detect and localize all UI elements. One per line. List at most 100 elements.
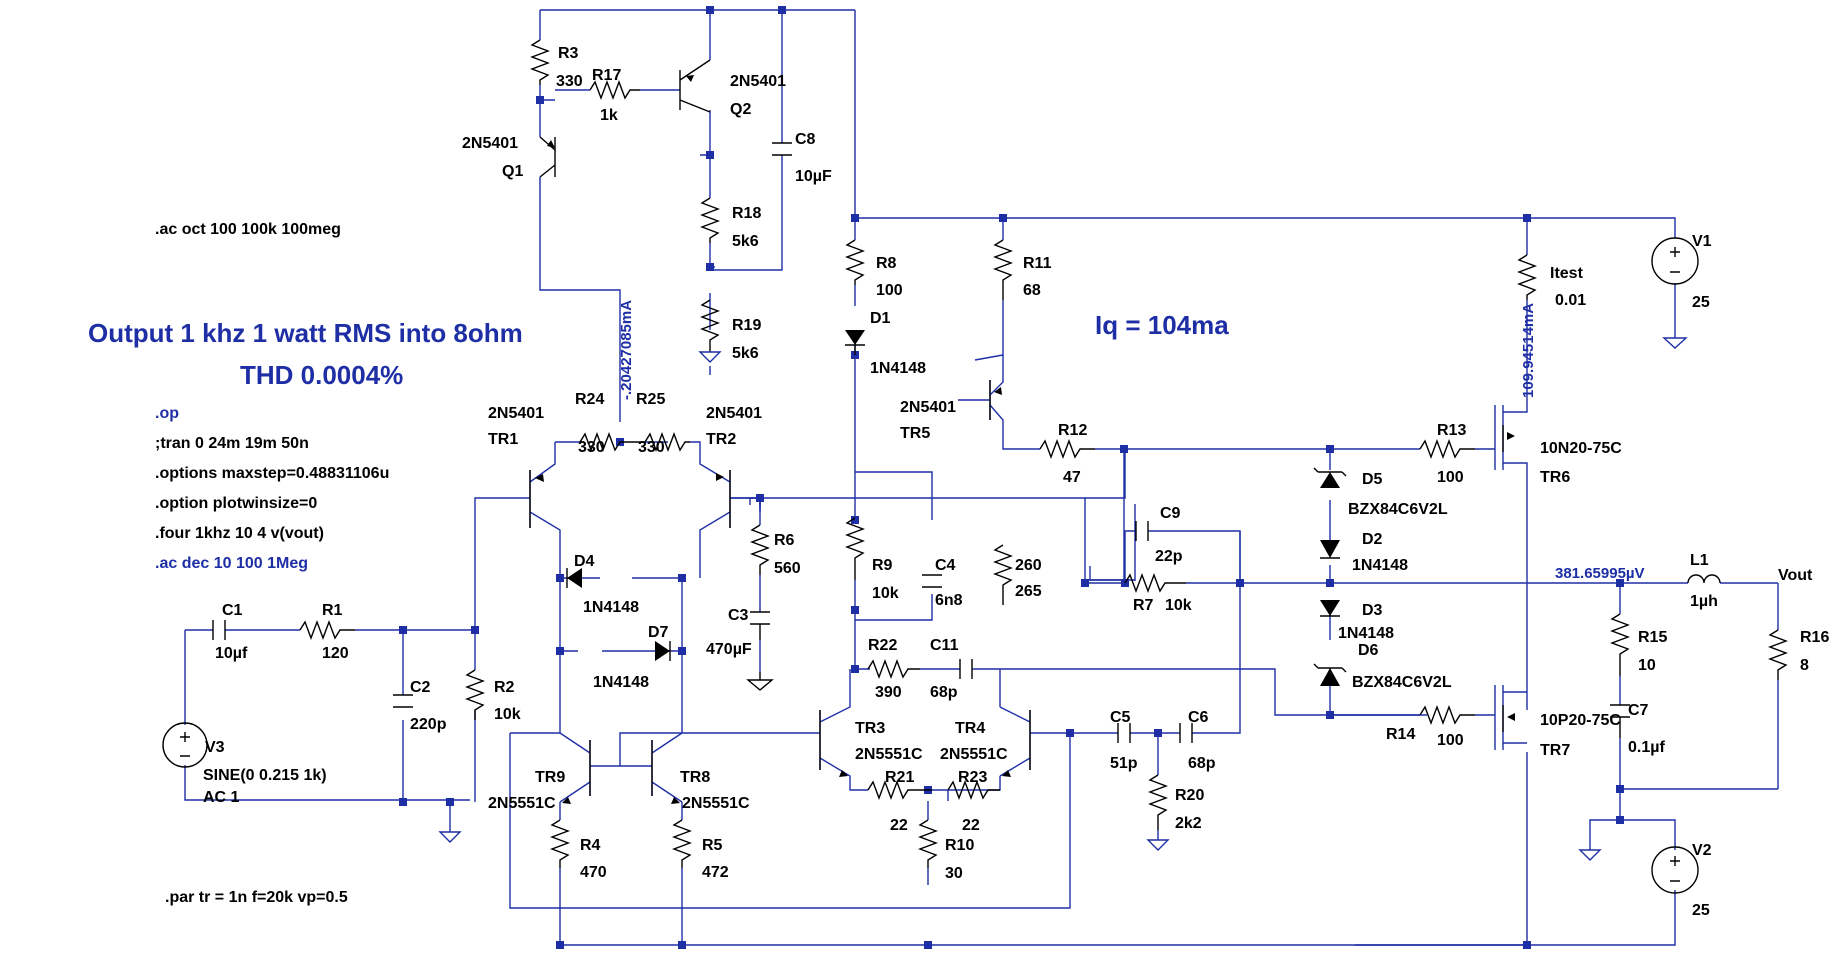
capacitor-c3 [746,611,774,691]
label-d4: D4 [574,553,595,570]
ground-icon [1146,839,1170,851]
net-vout: Vout [1778,567,1813,584]
label-c11: C11 [930,637,959,654]
resistor-r3 [530,39,550,85]
capacitor-c9 [1135,521,1149,541]
capacitor-c2 [393,694,413,708]
label-c1: C1 [222,602,243,619]
value-r14: 100 [1437,732,1464,749]
label-c8: C8 [795,131,816,148]
transistor-tr3 [819,710,848,777]
label-tr1: TR1 [488,431,518,448]
label-tr3: TR3 [855,720,885,737]
directive-ac-dec: .ac dec 10 100 1Meg [155,555,308,572]
label-r12: R12 [1058,422,1087,439]
resistor-r16 [1768,629,1788,680]
directive-op: .op [155,405,179,422]
value-c4: 6n8 [935,592,963,609]
label-r3: R3 [558,45,579,62]
label-tr7-model: 10P20-75C [1540,712,1621,729]
label-r16: R16 [1800,629,1829,646]
value-r23: 22 [962,817,980,834]
voltage-sources [162,237,1699,894]
label-d1: D1 [870,310,891,327]
resistor-r21 [867,780,932,800]
label-r20: R20 [1175,787,1204,804]
value-r4: 470 [580,864,607,881]
value-r19: 5k6 [732,345,759,362]
value-c3: 470µF [706,641,752,658]
label-tr2: TR2 [706,431,736,448]
value-d4: 1N4148 [583,599,639,616]
value-c11: 68p [930,684,958,701]
value-v3-ac: AC 1 [203,789,240,806]
label-c3: C3 [728,607,749,624]
resistor-r260 [993,544,1013,605]
label-tr4-model: 2N5551C [940,746,1008,763]
label-r14: R14 [1386,726,1415,743]
value-l1: 1µh [1690,593,1718,610]
label-r9: R9 [872,557,893,574]
value-r9: 10k [872,585,899,602]
label-r10: R10 [945,837,974,854]
capacitor-c7 [1610,704,1630,738]
value-r15: 10 [1638,657,1656,674]
label-v2: V2 [1692,842,1712,859]
value-r8: 100 [876,282,903,299]
resistor-r11 [993,239,1013,300]
label-d5: D5 [1362,471,1383,488]
label-tr6: TR6 [1540,469,1570,486]
value-v3: SINE(0 0.215 1k) [203,767,327,784]
resistors [299,39,1788,868]
value-r21: 22 [890,817,908,834]
label-tr8: TR8 [680,769,710,786]
diode-d7 [655,641,671,661]
capacitors [212,142,1630,743]
value-d3: 1N4148 [1338,625,1394,642]
value-r6: 560 [774,560,801,577]
headline-thd: THD 0.0004% [240,360,403,390]
directive-tran: ;tran 0 24m 19m 50n [155,435,309,452]
resistor-r20 [1148,774,1168,830]
label-r4: R4 [580,837,601,854]
directive-par: .par tr = 1n f=20k vp=0.5 [165,889,348,906]
directive-ac-oct: .ac oct 100 100k 100meg [155,221,341,238]
label-r2: R2 [494,679,515,696]
transistor-q-tr5 [989,380,1002,420]
value-c8: 10µF [795,168,832,185]
value-r3: 330 [556,73,583,90]
resistor-itest [1517,254,1537,300]
label-c4: C4 [935,557,956,574]
resistor-r13 [1419,439,1475,459]
headline-iq: Iq = 104ma [1095,310,1229,340]
capacitor-c8 [772,142,792,156]
net-itest-value: 0.01 [1555,292,1586,309]
resistor-r18 [700,197,720,243]
value-d5: BZX84C6V2L [1348,501,1448,518]
resistor-r25 [644,432,690,452]
resistor-r12 [1039,439,1095,459]
resistor-r5 [672,819,692,868]
label-r21: R21 [885,769,914,786]
transistor-tr8 [651,740,680,804]
label-c2: C2 [410,679,431,696]
value-r2: 10k [494,706,521,723]
source-v2 [1651,846,1699,894]
label-d6: D6 [1358,642,1379,659]
label-r260: 260 [1015,557,1042,574]
label-tr9: TR9 [535,769,565,786]
resistor-r19 [700,299,720,352]
resistor-r23 [947,780,1000,800]
transistors [529,59,1515,804]
value-r24: 330 [578,439,605,456]
mosfet-tr6 [1502,425,1515,452]
value-c1: 10µf [215,645,248,662]
diode-d4 [566,568,582,588]
resistor-r22 [867,659,920,679]
value-r18: 5k6 [732,233,759,250]
resistor-r24 [579,432,645,452]
label-q1: Q1 [502,163,523,180]
label-r18: R18 [732,205,761,222]
label-d3: D3 [1362,602,1383,619]
